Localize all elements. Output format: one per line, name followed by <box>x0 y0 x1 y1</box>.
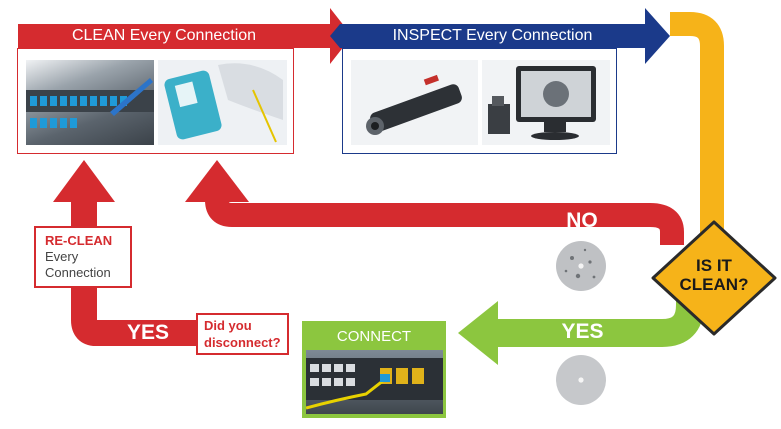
yellow-flow-path <box>670 12 724 265</box>
dirt-speck <box>588 260 592 264</box>
green-arrowhead <box>458 301 498 365</box>
fiber-core <box>578 377 584 383</box>
cassette-cleaner-graphic <box>164 63 283 143</box>
benchtop-microscope-graphic <box>488 66 596 140</box>
patch-panel-cleaning-photo <box>26 60 154 145</box>
fiber-core <box>578 263 584 269</box>
decision-line-1: IS IT <box>696 256 732 275</box>
dirt-speck <box>570 256 574 260</box>
inspect-header-title: INSPECT Every Connection <box>392 27 593 44</box>
disconnect-question-box: Did you disconnect? <box>196 313 289 355</box>
fiber-ports <box>30 96 127 128</box>
disconnect-line-1: Did you <box>204 318 252 333</box>
dirt-speck <box>583 248 587 252</box>
handheld-scope-photo <box>351 60 478 145</box>
reclean-yes-label: YES <box>126 321 170 344</box>
clean-image-box <box>17 48 294 154</box>
reclean-box: RE-CLEAN Every Connection <box>34 226 132 288</box>
decision-label: IS IT CLEAN? <box>666 256 762 294</box>
handheld-scope-graphic <box>366 74 462 135</box>
decision-line-2: CLEAN? <box>679 275 749 294</box>
reclean-line-3: Connection <box>45 265 111 280</box>
inspect-header-arrow <box>330 8 670 64</box>
no-label: NO <box>566 209 598 232</box>
switch-connection-photo <box>306 350 443 414</box>
connect-title: CONNECT <box>336 328 412 345</box>
decision-diamond <box>651 220 777 336</box>
disconnect-line-2: disconnect? <box>204 335 281 350</box>
reclean-line-2: Every <box>45 249 79 264</box>
red-reclean-flow-path <box>71 200 196 346</box>
reclean-line-1: RE-CLEAN <box>45 233 113 248</box>
inspect-image-box <box>342 48 617 154</box>
switch-ports <box>310 364 355 386</box>
benchtop-microscope-photo <box>482 60 610 145</box>
cassette-cleaner-photo <box>158 60 287 145</box>
clean-header-title: CLEAN Every Connection <box>71 27 257 44</box>
patch-panel-graphic <box>26 78 154 128</box>
connect-box: CONNECT <box>302 321 446 418</box>
yes-label: YES <box>561 320 604 343</box>
red-reclean-arrowhead <box>53 160 115 202</box>
dirt-speck <box>592 275 596 279</box>
clean-header-arrow <box>18 8 352 64</box>
network-switch-graphic <box>306 358 443 410</box>
dirt-speck <box>575 273 581 279</box>
red-no-flow-path <box>205 199 684 245</box>
dirt-speck <box>564 269 568 273</box>
cleaning-pen <box>110 78 153 116</box>
red-no-arrowhead <box>185 160 249 202</box>
